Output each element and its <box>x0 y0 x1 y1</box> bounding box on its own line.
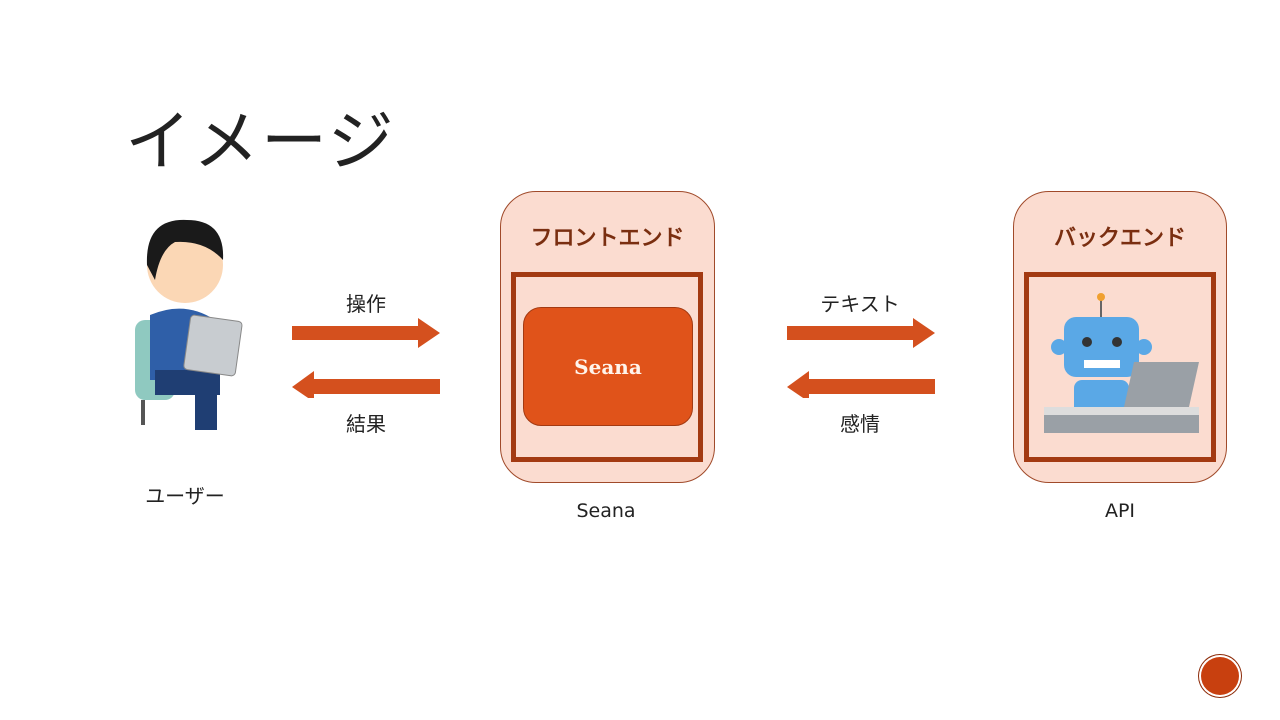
frontend-frame: Seana <box>511 272 703 462</box>
arrow-pair-frontend-backend <box>787 318 935 398</box>
slide-marker-circle <box>1199 655 1241 697</box>
text-label: テキスト <box>820 292 900 316</box>
emotion-label: 感情 <box>840 412 880 436</box>
operation-label: 操作 <box>346 292 386 316</box>
backend-title: バックエンド <box>1053 225 1186 251</box>
backend-caption: API <box>1104 500 1136 522</box>
seana-box: Seana <box>523 307 693 426</box>
slide-title: イメージ <box>125 103 396 180</box>
frontend-card: フロントエンド Seana <box>500 191 715 483</box>
user-illustration <box>135 219 243 430</box>
frontend-title: フロントエンド <box>530 225 685 251</box>
arrow-pair-user-frontend <box>292 318 440 398</box>
backend-card: バックエンド <box>1013 191 1227 483</box>
backend-frame <box>1024 272 1216 462</box>
arrow-left <box>787 371 935 398</box>
robot-illustration <box>1044 293 1199 433</box>
user-label: ユーザー <box>145 484 225 508</box>
arrow-left <box>292 371 440 398</box>
result-label: 結果 <box>346 412 386 436</box>
arrow-right <box>292 318 440 348</box>
frontend-caption: Seana <box>576 500 636 522</box>
arrow-right <box>787 318 935 348</box>
